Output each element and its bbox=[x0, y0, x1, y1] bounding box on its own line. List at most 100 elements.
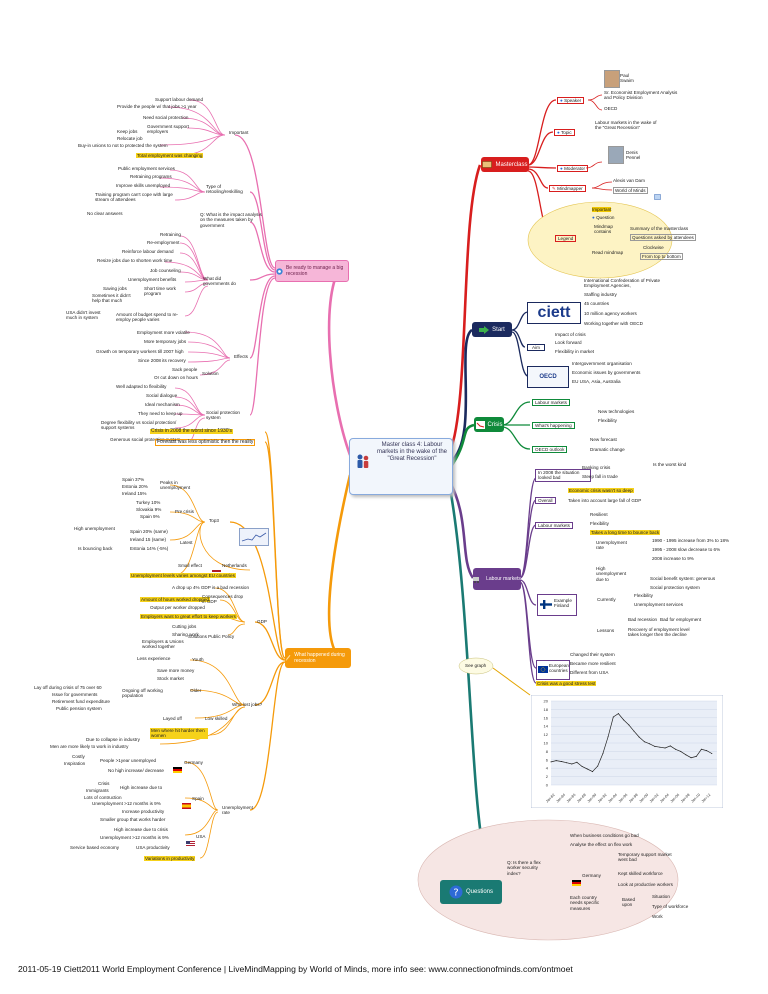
node: Is the worst kind bbox=[653, 462, 687, 467]
node: Overall bbox=[535, 497, 556, 505]
chart-data-point bbox=[669, 745, 671, 747]
node: New technologies bbox=[598, 409, 635, 414]
node: New forecast bbox=[590, 437, 617, 442]
node: EU USA, Asia, Australia bbox=[572, 379, 621, 384]
node: Pre crisis bbox=[175, 509, 194, 514]
topic-start[interactable]: Start bbox=[472, 322, 512, 337]
topic-label: Questions bbox=[465, 889, 493, 895]
example-finland-node: Example Finland bbox=[537, 594, 577, 616]
node: Labour markets bbox=[535, 522, 573, 530]
node-aim: Aim bbox=[527, 344, 545, 352]
node: Public pension system bbox=[56, 706, 102, 711]
chart-xtick-label: Jan-00 bbox=[638, 793, 649, 804]
topic-questions[interactable]: ? Questions bbox=[440, 880, 502, 904]
node: Small effect bbox=[178, 563, 202, 568]
node: Support labour demand bbox=[155, 97, 204, 102]
node: Sack people bbox=[172, 367, 198, 372]
central-topic[interactable]: Master class 4: Labour markets in the wa… bbox=[349, 438, 453, 495]
node: Unemployment >12 months is 9% bbox=[100, 835, 169, 840]
node: Unemployment >12 months is 9% bbox=[92, 801, 161, 806]
chart-data-point bbox=[685, 754, 687, 756]
chart-xtick-label: Jan-98 bbox=[628, 793, 639, 804]
chart-ytick-label: 8 bbox=[546, 749, 549, 754]
node: Since 2008 its recovery bbox=[138, 358, 186, 363]
topic-label: Be ready to manage a big recession bbox=[285, 265, 344, 277]
node: Intergovernment organisation bbox=[572, 361, 632, 366]
node: Forecast was less optimistic then the re… bbox=[155, 439, 256, 447]
node-question: Q: What is the impact analysis on the me… bbox=[200, 212, 262, 228]
node-highlight: Crisis in 2008 the worst since 1930's bbox=[150, 428, 233, 435]
usa-flag-icon bbox=[186, 834, 195, 852]
chart-ytick-label: 6 bbox=[546, 757, 549, 762]
topic-label: What happened during recession bbox=[294, 652, 345, 664]
node: Lessons bbox=[597, 628, 615, 633]
chart-ytick-label: 0 bbox=[546, 783, 549, 788]
node: When business conditions go bad bbox=[570, 833, 639, 838]
node: 45 countries bbox=[584, 301, 610, 306]
info-icon: ● bbox=[557, 130, 560, 135]
node: Turkey 10% bbox=[136, 500, 161, 505]
chart-ytick-label: 16 bbox=[544, 715, 549, 720]
node: Recovery of employment level takes longe… bbox=[628, 627, 690, 638]
node: Currently bbox=[597, 597, 616, 602]
node: Look at productive workers bbox=[618, 882, 673, 887]
chart-data-point bbox=[617, 713, 619, 715]
topic-crisis[interactable]: Crisis bbox=[474, 417, 504, 432]
chart-xtick-label: Jan-92 bbox=[597, 793, 608, 804]
chart-data-point bbox=[664, 747, 666, 749]
node: Retraining programs bbox=[130, 174, 172, 179]
chart-data-point bbox=[690, 757, 692, 759]
chart-data-point bbox=[706, 750, 708, 752]
node: Situation bbox=[652, 894, 670, 899]
svg-text:?: ? bbox=[453, 888, 458, 899]
node: Youth bbox=[192, 657, 204, 662]
chart-xtick-label: Jan-94 bbox=[607, 793, 618, 804]
node: No clear answers bbox=[87, 211, 123, 216]
node: From top to bottom bbox=[640, 253, 683, 261]
node: Flexibility bbox=[598, 418, 617, 423]
arrow-right-icon bbox=[479, 325, 490, 334]
chart-xtick-label: Jan-04 bbox=[659, 793, 670, 804]
topic-label: Crisis bbox=[487, 421, 503, 428]
node: Crisis bbox=[98, 781, 110, 786]
node: Spain 9% bbox=[140, 514, 160, 519]
node: Re-employment bbox=[147, 240, 180, 245]
node-question: Q: Is there a flex worker security index… bbox=[507, 860, 541, 876]
node: Social dialogue bbox=[146, 393, 178, 398]
node: Slovakia 9% bbox=[136, 507, 162, 512]
node: Resize jobs due to shorten work time bbox=[97, 258, 173, 263]
node: Ongoing off working population bbox=[122, 688, 163, 699]
chart-xtick-label: Jan-06 bbox=[670, 793, 681, 804]
node: Ideal mechanism bbox=[145, 402, 180, 407]
node: Spain 20% (same) bbox=[130, 529, 168, 534]
node: Dramatic change bbox=[590, 447, 625, 452]
moderator-photo bbox=[608, 146, 624, 164]
chart-data-point bbox=[649, 743, 651, 745]
node: Temporary support market went bad bbox=[618, 852, 672, 863]
chart-data-point bbox=[597, 765, 599, 767]
node: Paul Swaim bbox=[620, 73, 634, 84]
node: USA didn't invest much in system bbox=[66, 310, 101, 321]
node-speaker: ● Speaker bbox=[557, 97, 585, 105]
topic-what-happened[interactable]: What happened during recession bbox=[285, 648, 351, 668]
chart-data-point bbox=[711, 753, 713, 754]
node: Due to collapse in industry bbox=[86, 737, 140, 742]
node: Sometimes it didn't help that much bbox=[92, 293, 131, 304]
node-mindmapper: ✎ Mindmapper bbox=[549, 185, 586, 193]
node: Less experience bbox=[137, 656, 171, 661]
spain-flag-icon bbox=[182, 796, 191, 814]
topic-masterclass[interactable]: Masterclass bbox=[481, 157, 529, 172]
topic-label: Start bbox=[492, 326, 505, 333]
node: World of Minds bbox=[613, 187, 648, 195]
node: Men are more likely to work in industry bbox=[50, 744, 129, 749]
node: Provide the people w/ that jobs >1 year bbox=[117, 104, 197, 109]
chart-xtick-label: Jan-12 bbox=[701, 793, 712, 804]
node: Labour markets in the wake of the "Great… bbox=[595, 120, 657, 131]
node: Working together with OECD bbox=[584, 321, 643, 326]
node: What did governments do bbox=[203, 276, 236, 287]
node: USA productivity bbox=[136, 845, 170, 850]
chart-data-point bbox=[659, 746, 661, 748]
topic-labour-markets[interactable]: Labour markets bbox=[473, 568, 521, 590]
node: Unemployment services bbox=[634, 602, 684, 607]
topic-be-ready[interactable]: Be ready to manage a big recession bbox=[275, 260, 349, 282]
